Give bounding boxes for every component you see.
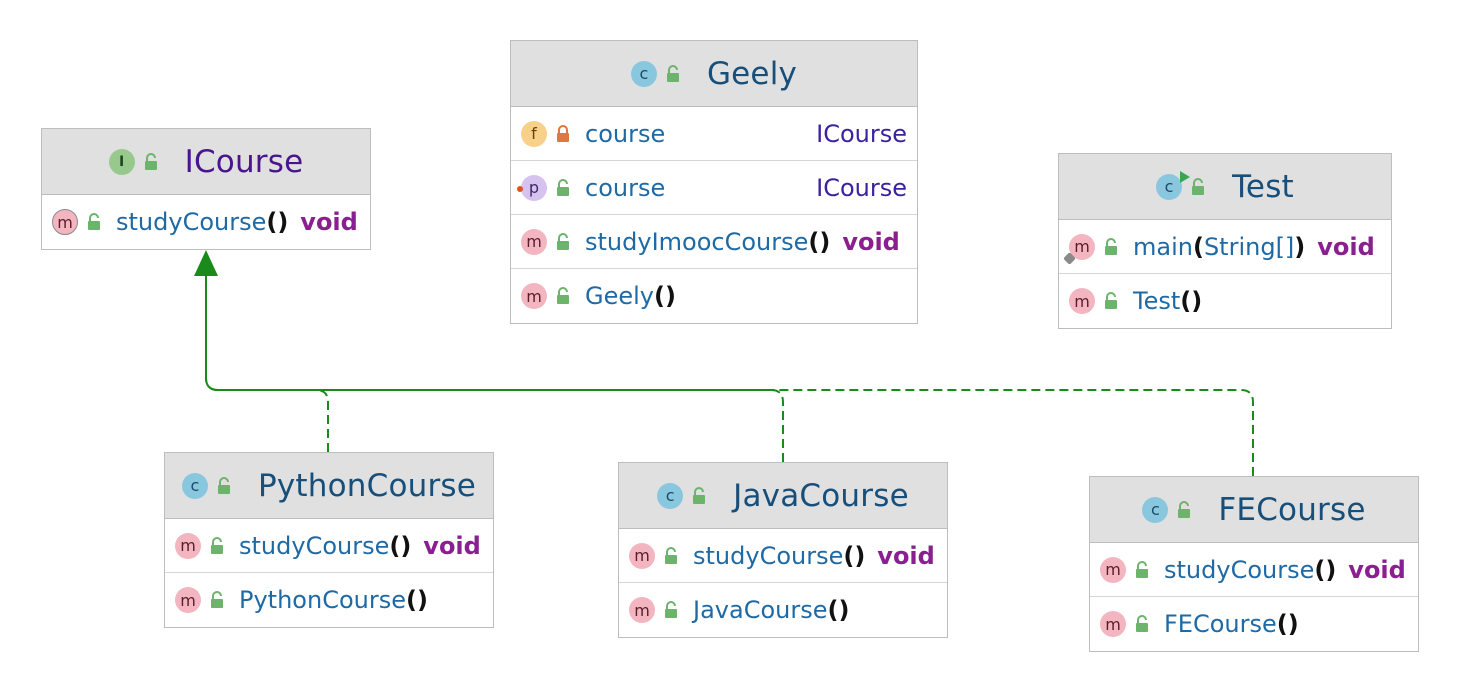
- member-return-type: void: [1348, 555, 1406, 584]
- edge-python-icourse: [205, 276, 329, 452]
- unlock-icon: [1105, 292, 1117, 309]
- method-icon: m: [1069, 288, 1095, 314]
- unlock-icon: [1136, 615, 1148, 632]
- unlock-icon: [211, 591, 223, 608]
- member-row[interactable]: m JavaCourse(): [619, 583, 947, 637]
- member-type: ICourse: [816, 119, 907, 148]
- member-name: main(String[]): [1133, 232, 1306, 261]
- node-python-course-header: c PythonCourse: [165, 453, 493, 519]
- member-row[interactable]: m FECourse(): [1090, 597, 1418, 651]
- member-return-type: void: [423, 531, 481, 560]
- method-icon: m: [521, 283, 547, 309]
- lock-icon: [557, 124, 569, 142]
- node-fe-course-title: FECourse: [1218, 491, 1366, 528]
- unlock-icon: [217, 476, 230, 494]
- member-return-type: void: [300, 208, 358, 236]
- member-name: Geely(): [585, 282, 676, 310]
- unlock-icon: [88, 213, 100, 230]
- member-row[interactable]: m studyCourse() void: [619, 529, 947, 583]
- member-name: JavaCourse(): [693, 596, 850, 624]
- member-name: studyCourse(): [239, 531, 412, 560]
- class-icon: c: [630, 60, 657, 87]
- member-name: course: [585, 173, 666, 202]
- unlock-icon: [693, 486, 706, 504]
- unlock-icon: [1178, 500, 1191, 518]
- method-icon: m: [1100, 556, 1126, 583]
- abstract-method-icon: m: [52, 209, 78, 235]
- class-icon: c: [181, 472, 208, 499]
- member-row[interactable]: m studyCourse() void: [1090, 543, 1418, 597]
- member-name: Test(): [1133, 287, 1203, 315]
- member-return-type: void: [842, 227, 900, 256]
- node-java-course[interactable]: c JavaCourse m studyCourse() void m Java…: [618, 462, 948, 638]
- static-method-icon: m: [1063, 233, 1095, 265]
- method-icon: m: [629, 597, 655, 623]
- unlock-icon: [144, 152, 157, 170]
- method-icon: m: [629, 542, 655, 569]
- unlock-icon: [1105, 237, 1117, 255]
- member-type: ICourse: [816, 173, 907, 202]
- node-icourse-title: ICourse: [184, 143, 304, 180]
- member-row[interactable]: f course ICourse: [511, 107, 917, 161]
- implements-arrowhead: [194, 250, 218, 276]
- node-icourse[interactable]: I ICourse m studyCourse() void: [41, 128, 371, 250]
- member-row[interactable]: m main(String[]) void: [1059, 220, 1391, 274]
- edge-fe-icourse: [205, 276, 1254, 476]
- node-test-title: Test: [1232, 168, 1294, 205]
- member-row[interactable]: p course ICourse: [511, 161, 917, 215]
- unlock-icon: [557, 178, 569, 196]
- member-name: studyCourse(): [693, 541, 866, 570]
- node-geely-header: c Geely: [511, 41, 917, 107]
- member-row[interactable]: m studyImoocCourse() void: [511, 215, 917, 269]
- method-icon: m: [175, 587, 201, 613]
- node-python-course[interactable]: c PythonCourse m studyCourse() void m Py…: [164, 452, 494, 628]
- unlock-icon: [211, 536, 223, 554]
- node-fe-course[interactable]: c FECourse m studyCourse() void m FECour…: [1089, 476, 1419, 652]
- node-test-header: c Test: [1059, 154, 1391, 220]
- node-geely-title: Geely: [706, 55, 798, 92]
- property-icon: p: [517, 174, 547, 201]
- node-test[interactable]: c Test m main(String[]) void m Test(): [1058, 153, 1392, 329]
- edge-java-icourse: [205, 276, 784, 462]
- node-java-course-title: JavaCourse: [733, 477, 909, 514]
- node-geely[interactable]: c Geely f course ICourse p course ICours…: [510, 40, 918, 324]
- class-icon: c: [1142, 496, 1169, 523]
- member-name: course: [585, 119, 666, 148]
- method-icon: m: [521, 228, 547, 255]
- node-java-course-header: c JavaCourse: [619, 463, 947, 529]
- member-name: FECourse(): [1164, 610, 1299, 638]
- node-python-course-title: PythonCourse: [257, 467, 477, 504]
- member-row[interactable]: m Test(): [1059, 274, 1391, 328]
- node-icourse-header: I ICourse: [42, 129, 370, 195]
- unlock-icon: [666, 64, 679, 82]
- unlock-icon: [557, 232, 569, 250]
- member-row[interactable]: m PythonCourse(): [165, 573, 493, 627]
- class-icon: c: [657, 482, 684, 509]
- method-icon: m: [175, 532, 201, 559]
- unlock-icon: [1192, 177, 1205, 195]
- unlock-icon: [557, 287, 569, 304]
- member-name: studyCourse(): [1164, 555, 1337, 584]
- member-row[interactable]: m Geely(): [511, 269, 917, 323]
- unlock-icon: [665, 601, 677, 618]
- unlock-icon: [665, 546, 677, 564]
- node-fe-course-header: c FECourse: [1090, 477, 1418, 543]
- runnable-class-icon: c: [1156, 170, 1191, 200]
- member-row[interactable]: m studyCourse() void: [42, 195, 370, 249]
- member-name: PythonCourse(): [239, 586, 428, 614]
- member-row[interactable]: m studyCourse() void: [165, 519, 493, 573]
- unlock-icon: [1136, 560, 1148, 578]
- member-return-type: void: [1317, 232, 1375, 261]
- method-icon: m: [1100, 611, 1126, 637]
- member-return-type: void: [877, 541, 935, 570]
- interface-icon: I: [108, 148, 135, 175]
- member-name: studyImoocCourse(): [585, 227, 831, 256]
- member-name: studyCourse(): [116, 208, 289, 236]
- field-icon: f: [521, 120, 547, 147]
